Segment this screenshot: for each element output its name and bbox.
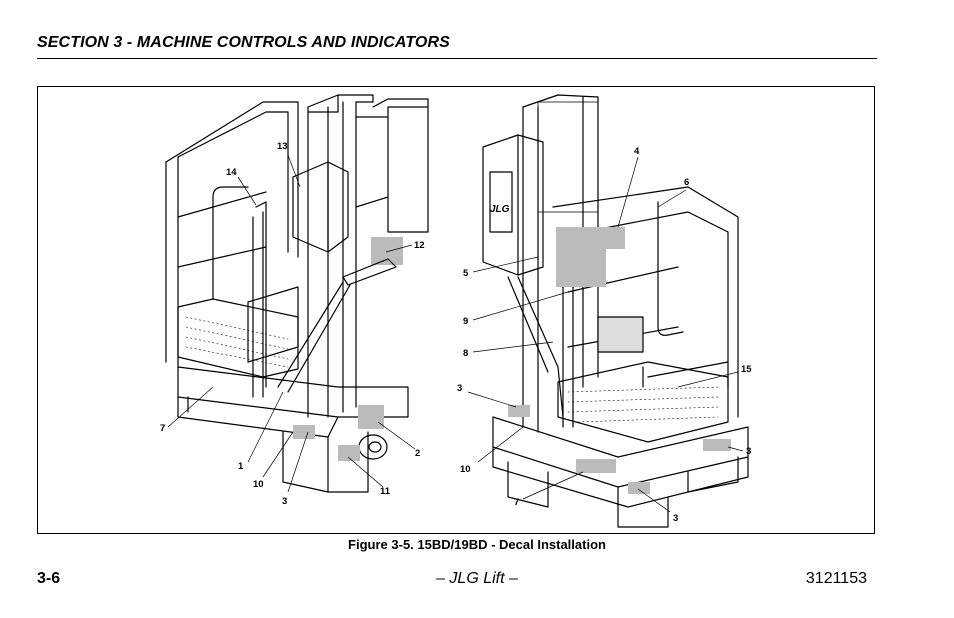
- footer-center-text: – JLG Lift –: [436, 570, 518, 587]
- callout-right-3a: 3: [457, 383, 462, 394]
- callout-left-11: 11: [380, 486, 391, 497]
- left-callouts: 13 14 12 7 1 10 3 11 2: [160, 141, 425, 507]
- callout-left-10: 10: [253, 479, 264, 490]
- section-title: SECTION 3 - MACHINE CONTROLS AND INDICAT…: [37, 34, 450, 51]
- callout-right-15: 15: [741, 364, 752, 375]
- callout-right-5: 5: [463, 268, 469, 279]
- callout-leaders: [167, 154, 744, 513]
- figure-frame: JLG 13 14 12: [37, 86, 875, 534]
- callout-left-13: 13: [277, 141, 288, 152]
- callout-left-2: 2: [415, 448, 420, 459]
- callout-left-1: 1: [238, 461, 244, 472]
- right-callouts: 4 6 5 9 8 15 3 10 7 3 3: [457, 146, 752, 524]
- callout-right-4: 4: [634, 146, 640, 157]
- callout-right-3b: 3: [746, 446, 751, 457]
- callout-left-3: 3: [282, 496, 287, 507]
- right-machine-drawing: [482, 94, 749, 528]
- header-rule: [37, 58, 877, 59]
- callout-left-12: 12: [414, 240, 425, 251]
- callout-right-7: 7: [514, 497, 519, 508]
- decal-installation-illustration: JLG 13 14 12: [160, 94, 752, 528]
- callout-right-3c: 3: [673, 513, 678, 524]
- callout-right-9: 9: [463, 316, 468, 327]
- callout-right-6: 6: [684, 177, 689, 188]
- callout-left-7: 7: [160, 423, 165, 434]
- callout-right-10: 10: [460, 464, 471, 475]
- jlg-logo-decal-right: JLG: [490, 204, 510, 215]
- callout-right-8: 8: [463, 348, 468, 359]
- callout-left-14: 14: [226, 167, 237, 178]
- figure-caption: Figure 3-5. 15BD/19BD - Decal Installati…: [348, 537, 606, 552]
- page-number: 3-6: [37, 570, 61, 587]
- document-number: 3121153: [805, 570, 867, 587]
- left-machine-drawing: [165, 94, 429, 493]
